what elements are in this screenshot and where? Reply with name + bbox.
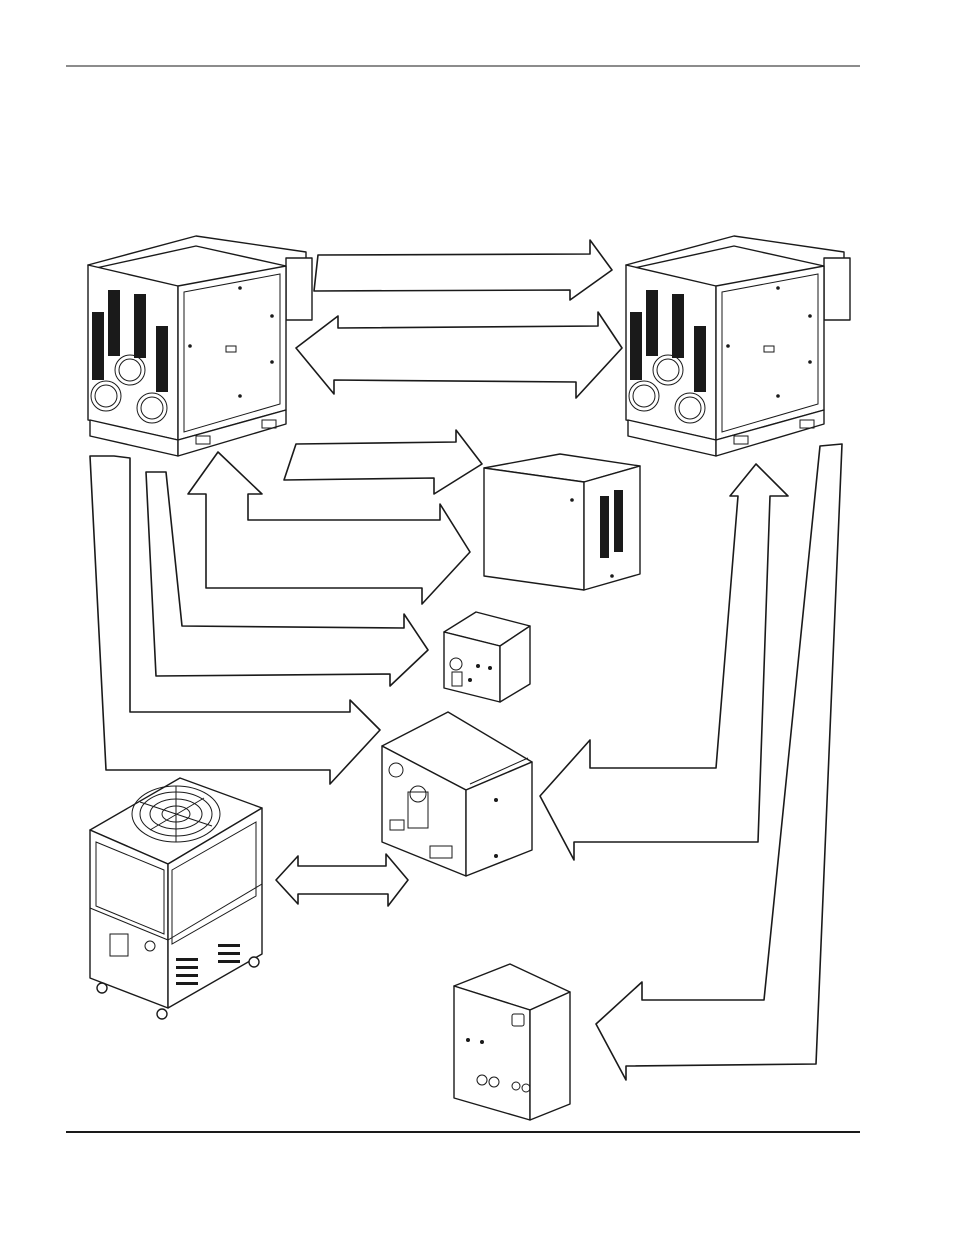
enclosure-box-icon bbox=[483, 453, 641, 591]
connection-box-icon bbox=[453, 963, 571, 1121]
chiller-unit-icon bbox=[89, 777, 263, 1020]
arrow-ps1-box-double bbox=[187, 451, 471, 605]
power-supply-cabinet-icon-right bbox=[625, 235, 851, 457]
arrow-ps1-to-box-top bbox=[283, 429, 483, 495]
control-box-icon bbox=[443, 611, 531, 703]
arrow-chiller-gas-box-double bbox=[275, 853, 409, 907]
gas-console-icon bbox=[381, 711, 533, 877]
arrow-ps1-ps2-double bbox=[295, 311, 623, 399]
arrow-ps2-torch-box-double bbox=[595, 443, 843, 1081]
arrow-ps1-to-small-box-a bbox=[145, 471, 429, 687]
arrow-ps1-to-ps2-top bbox=[313, 239, 613, 301]
arrow-ps1-to-gas-box-a bbox=[89, 455, 381, 785]
arrow-ps2-gas-box-double bbox=[539, 463, 789, 861]
power-supply-cabinet-icon-left bbox=[87, 235, 313, 457]
